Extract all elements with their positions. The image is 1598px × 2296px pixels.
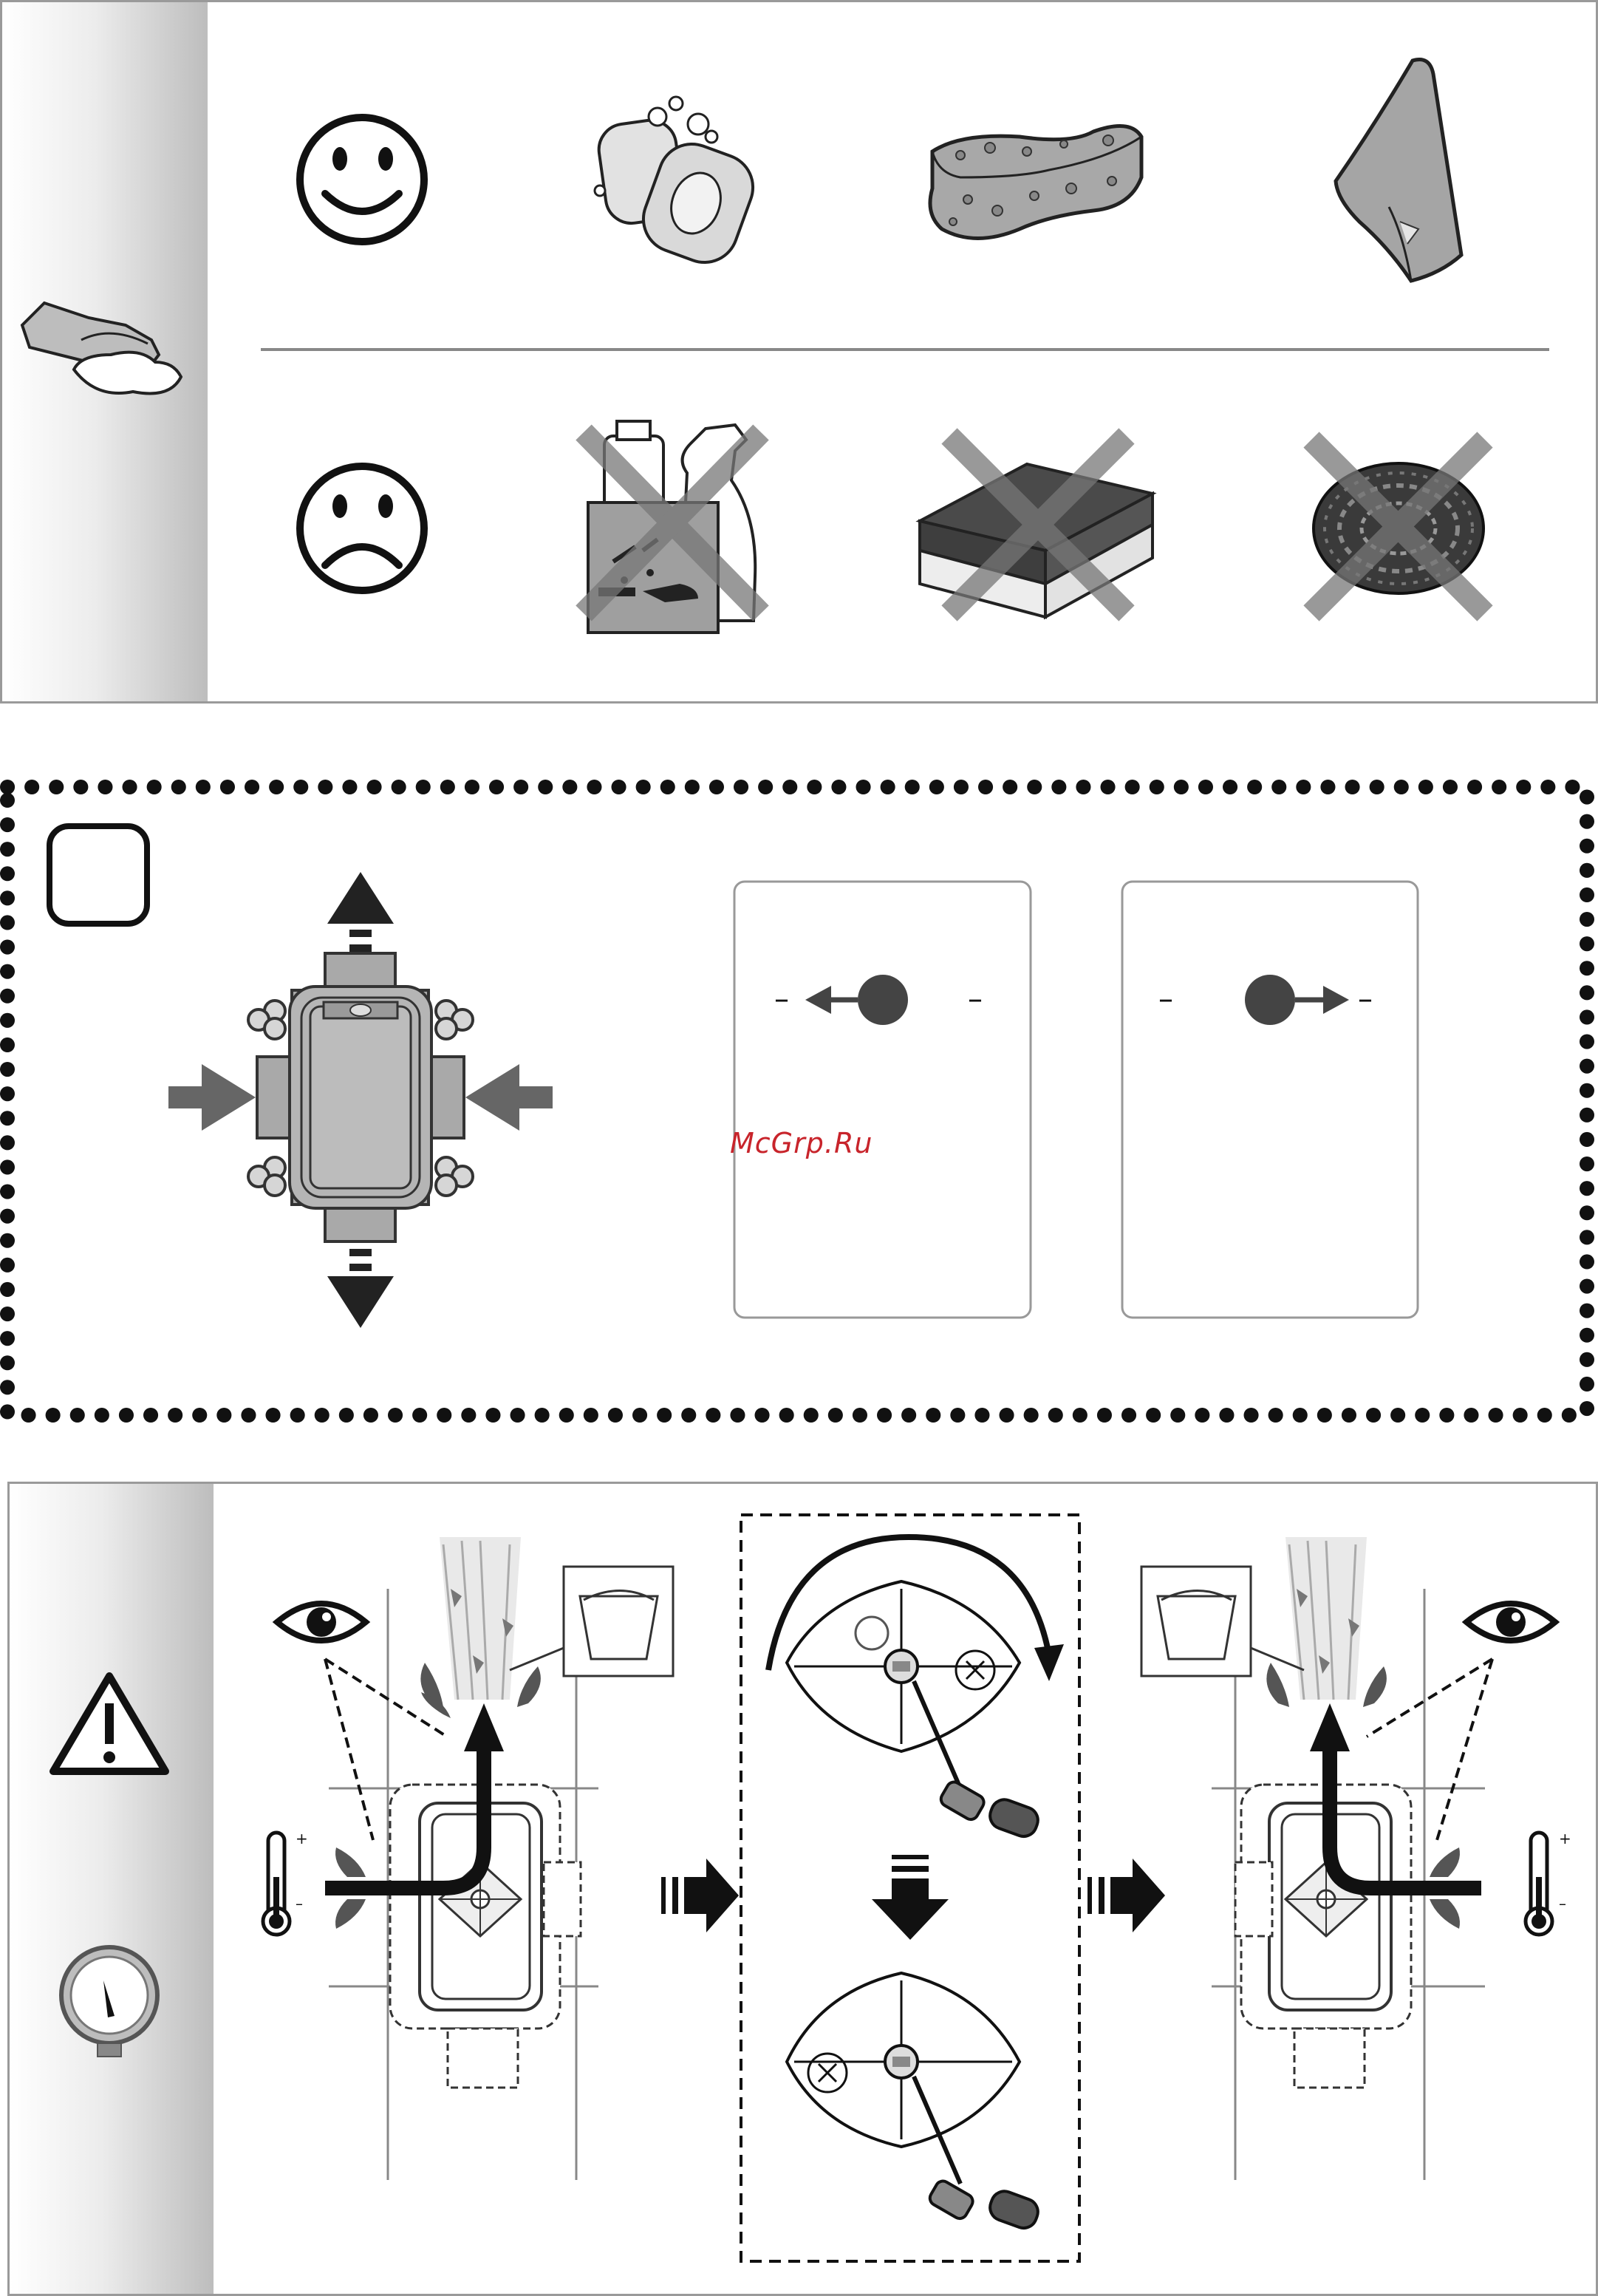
sad-face-icon <box>300 466 424 590</box>
soap-icon <box>595 97 762 272</box>
bucket-icon <box>564 1567 673 1676</box>
option-card-right <box>1122 882 1418 1318</box>
flush-illustrations: + – <box>0 1478 1598 2296</box>
valve-body-icon <box>248 953 473 1241</box>
move-down-arrow-icon <box>327 1249 394 1328</box>
thermometer-plus-label: + <box>296 1830 308 1847</box>
eye-icon <box>277 1604 366 1641</box>
step-arrow-icon <box>1087 1859 1165 1932</box>
soft-sponge-icon <box>930 126 1141 238</box>
option-right-tolerance-right: – <box>1358 982 1373 1016</box>
option-left-tolerance-left: – <box>774 982 789 1016</box>
push-left-arrow-icon <box>465 1064 553 1131</box>
step-arrow-icon <box>661 1859 739 1932</box>
option-card-left <box>734 882 1031 1318</box>
hand-wiping-icon <box>22 303 181 394</box>
push-right-arrow-icon <box>168 1064 256 1131</box>
thermometer-plus-label: + <box>1559 1830 1571 1847</box>
warning-icon <box>53 1676 165 1771</box>
assembly-after: + – <box>1141 1537 1571 2180</box>
eye-icon <box>1466 1604 1555 1641</box>
pressure-gauge-icon <box>61 1947 157 2057</box>
thermometer-icon <box>263 1833 290 1935</box>
number-badge <box>49 826 147 924</box>
thermometer-icon <box>1526 1833 1552 1935</box>
option-right-tolerance-left: – <box>1158 982 1173 1016</box>
thermometer-minus-label: – <box>1559 1895 1566 1912</box>
move-up-arrow-icon <box>327 872 394 952</box>
smiley-face-icon <box>300 117 424 242</box>
watermark-text: McGrp.Ru <box>730 1127 873 1159</box>
cleaning-illustrations <box>0 0 1598 709</box>
option-left-tolerance-right: – <box>968 982 983 1016</box>
thermometer-minus-label: – <box>296 1895 303 1912</box>
soft-cloth-icon <box>1336 59 1461 281</box>
assembly-before: + – <box>263 1537 673 2180</box>
bucket-icon <box>1141 1567 1251 1676</box>
install-panel: – – – – <box>0 776 1598 1426</box>
